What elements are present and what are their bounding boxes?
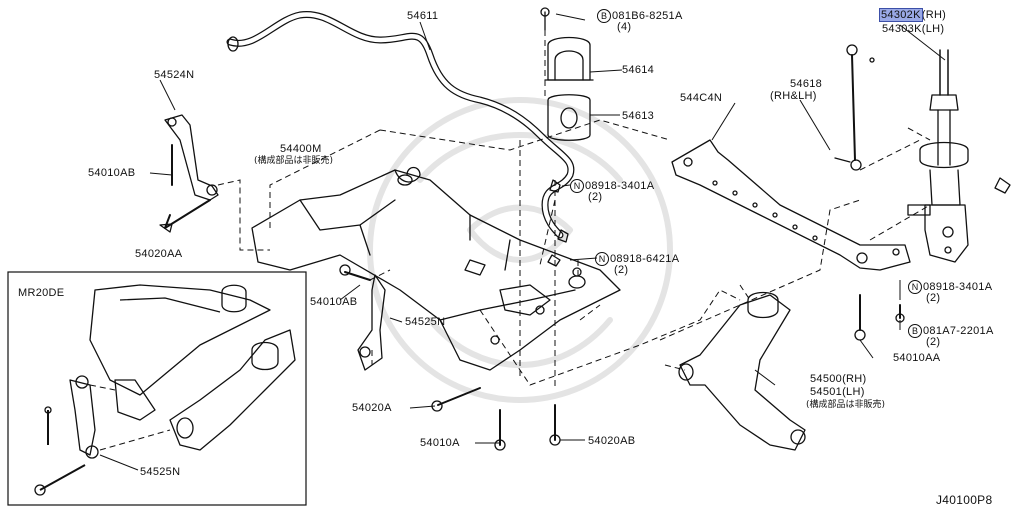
label-54500-note: (構成部品は非販売) <box>806 400 886 410</box>
label-54010AB-upper[interactable]: 54010AB <box>88 167 136 179</box>
stabilizer-bar-end-left <box>227 36 239 52</box>
label-081B6-8251A[interactable]: 081B6-8251A <box>612 10 683 22</box>
inset-drawing <box>34 284 296 496</box>
diagram-id: J40100P8 <box>936 493 993 507</box>
subframe <box>251 169 621 371</box>
inset-frame <box>7 271 307 506</box>
label-08918-3401A-b-qty: (2) <box>926 292 941 304</box>
bushing-bracket <box>544 36 594 81</box>
label-54500-side: (RH) <box>842 373 867 385</box>
label-081A7-2201A[interactable]: 081A7-2201A <box>923 325 994 337</box>
label-54010A[interactable]: 54010A <box>420 437 460 449</box>
label-54501-row[interactable]: 54501(LH) <box>810 386 865 398</box>
label-54611[interactable]: 54611 <box>407 10 439 22</box>
bolt-symbol-081B6: B <box>597 9 611 23</box>
label-54303K[interactable]: 54303K <box>882 23 922 35</box>
nut-symbol-08918-3401A-a: N <box>570 179 584 193</box>
stabilizer-link <box>834 44 875 171</box>
label-54400M-note: (構成部品は非販売) <box>254 156 334 166</box>
label-08918-6421A-qty: (2) <box>614 264 629 276</box>
label-08918-3401A-a-qty: (2) <box>588 191 603 203</box>
strut-assembly <box>907 49 969 263</box>
label-54524N[interactable]: 54524N <box>154 69 195 81</box>
label-54303K-side: (LH) <box>921 23 945 35</box>
stabilizer-bushing <box>547 94 591 141</box>
lower-control-arm <box>678 291 806 451</box>
nut-symbol-08918-3401A-b: N <box>908 280 922 294</box>
label-54302K-row[interactable]: 54302K(RH) <box>879 8 947 22</box>
label-08918-6421A[interactable]: 08918-6421A <box>610 253 680 265</box>
label-54618[interactable]: 54618 <box>790 78 823 90</box>
label-54525N[interactable]: 54525N <box>405 316 446 328</box>
inset-title: MR20DE <box>18 287 65 299</box>
label-54618-side: (RH&LH) <box>770 90 817 102</box>
bolt-symbol-081A7: B <box>908 324 922 338</box>
label-08918-3401A-a[interactable]: 08918-3401A <box>585 180 655 192</box>
label-54614[interactable]: 54614 <box>622 64 655 76</box>
connecting-rod-upper <box>164 114 219 201</box>
nut-symbol-08918-6421A: N <box>595 252 609 266</box>
label-54501[interactable]: 54501 <box>810 386 843 398</box>
label-54020A[interactable]: 54020A <box>352 402 392 414</box>
label-081B6-qty: (4) <box>617 21 632 33</box>
label-54020AB[interactable]: 54020AB <box>588 435 636 447</box>
label-54010AB-lower[interactable]: 54010AB <box>310 296 358 308</box>
label-54010AA[interactable]: 54010AA <box>893 352 941 364</box>
label-54302K-highlighted[interactable]: 54302K <box>879 8 923 22</box>
label-081A7-qty: (2) <box>926 336 941 348</box>
label-54500[interactable]: 54500 <box>810 373 843 385</box>
label-54500-row[interactable]: 54500(RH) <box>810 373 867 385</box>
label-54400M[interactable]: 54400M <box>280 143 322 155</box>
label-08918-3401A-b[interactable]: 08918-3401A <box>923 281 993 293</box>
label-54501-side: (LH) <box>842 386 865 398</box>
label-544C4N[interactable]: 544C4N <box>680 92 723 104</box>
label-54525N-inset[interactable]: 54525N <box>140 466 181 478</box>
label-54303K-row[interactable]: 54303K(LH) <box>882 23 944 35</box>
label-54302K-side: (RH) <box>921 9 947 21</box>
label-54613[interactable]: 54613 <box>622 110 655 122</box>
label-54020AA[interactable]: 54020AA <box>135 248 183 260</box>
cross-member-plate <box>671 139 911 271</box>
